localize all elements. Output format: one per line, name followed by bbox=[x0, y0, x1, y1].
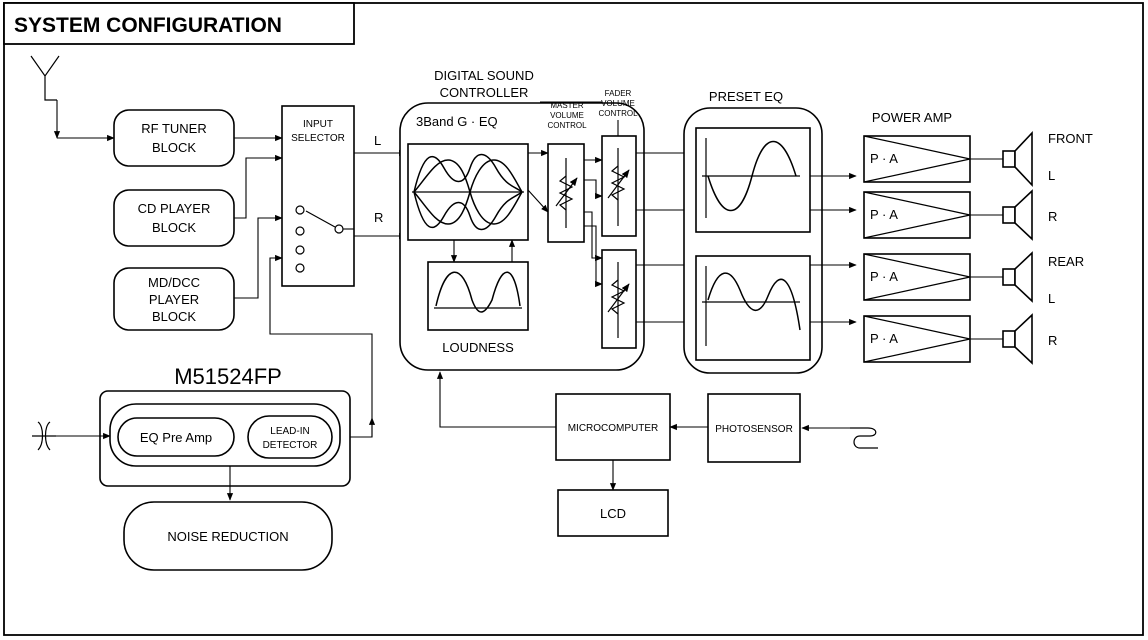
photosensor-block: PHOTOSENSOR bbox=[707, 393, 801, 463]
dsc-title-line2: CONTROLLER bbox=[440, 85, 529, 100]
svg-text:LEAD-IN: LEAD-IN bbox=[270, 426, 309, 437]
fader-volume-front bbox=[601, 135, 637, 237]
svg-text:P · A: P · A bbox=[870, 331, 898, 346]
title-box bbox=[3, 2, 355, 45]
svg-text:LCD: LCD bbox=[600, 506, 626, 521]
channel-l-label: L bbox=[374, 133, 381, 148]
microcomputer-block: MICROCOMPUTER bbox=[555, 393, 671, 461]
svg-text:EQ Pre Amp: EQ Pre Amp bbox=[140, 430, 212, 445]
light-signal-icon bbox=[850, 427, 878, 449]
svg-text:NOISE REDUCTION: NOISE REDUCTION bbox=[167, 529, 288, 544]
cd-player-block: CD PLAYER BLOCK bbox=[113, 189, 235, 247]
speaker-front-left-icon bbox=[1002, 130, 1033, 188]
svg-text:PHOTOSENSOR: PHOTOSENSOR bbox=[715, 424, 793, 435]
preset-eq-label: PRESET EQ bbox=[709, 89, 783, 104]
antenna-icon bbox=[30, 55, 60, 101]
svg-text:INPUT: INPUT bbox=[303, 119, 333, 130]
power-amp-2: P · A bbox=[863, 191, 971, 239]
master-volume-label-1: MASTER bbox=[550, 101, 584, 110]
svg-text:RF TUNER: RF TUNER bbox=[141, 121, 206, 136]
power-amp-3: P · A bbox=[863, 253, 971, 301]
svg-text:DETECTOR: DETECTOR bbox=[263, 440, 318, 451]
rear-label: REAR bbox=[1048, 254, 1084, 269]
front-left-label: L bbox=[1048, 168, 1055, 183]
svg-text:MD/DCC: MD/DCC bbox=[148, 275, 200, 290]
fader-volume-rear bbox=[601, 249, 637, 349]
rear-right-label: R bbox=[1048, 333, 1057, 348]
svg-text:SELECTOR: SELECTOR bbox=[291, 133, 345, 144]
master-volume-block bbox=[547, 143, 585, 243]
loudness-block bbox=[427, 261, 529, 331]
front-right-label: R bbox=[1048, 209, 1057, 224]
power-amp-label: POWER AMP bbox=[872, 110, 952, 125]
speaker-front-right-icon bbox=[1002, 189, 1033, 241]
speaker-rear-left-icon bbox=[1002, 251, 1033, 303]
svg-text:BLOCK: BLOCK bbox=[152, 309, 196, 324]
master-volume-label-2: VOLUME bbox=[550, 111, 584, 120]
lcd-block: LCD bbox=[557, 489, 669, 537]
rear-left-label: L bbox=[1048, 291, 1055, 306]
front-label: FRONT bbox=[1048, 131, 1093, 146]
fader-volume-label-2: VOLUME bbox=[601, 99, 635, 108]
lead-in-detector-block: LEAD-IN DETECTOR bbox=[247, 415, 333, 459]
dsc-title-line1: DIGITAL SOUND bbox=[434, 68, 534, 83]
svg-text:BLOCK: BLOCK bbox=[152, 140, 196, 155]
chip-label: M51524FP bbox=[174, 364, 282, 389]
speaker-rear-right-icon bbox=[1002, 313, 1033, 365]
svg-text:P · A: P · A bbox=[870, 269, 898, 284]
svg-text:P · A: P · A bbox=[870, 151, 898, 166]
svg-text:P · A: P · A bbox=[870, 207, 898, 222]
svg-text:MICROCOMPUTER: MICROCOMPUTER bbox=[568, 423, 659, 434]
loudness-label: LOUDNESS bbox=[442, 340, 514, 355]
fader-volume-label-1: FADER bbox=[605, 89, 632, 98]
input-selector: INPUT SELECTOR bbox=[281, 105, 355, 287]
master-volume-label-3: CONTROL bbox=[547, 121, 587, 130]
preset-eq-front bbox=[695, 127, 811, 233]
svg-text:CD PLAYER: CD PLAYER bbox=[138, 201, 211, 216]
preset-eq-rear bbox=[695, 255, 811, 361]
noise-reduction-block: NOISE REDUCTION bbox=[123, 501, 333, 571]
selector-switch-icon bbox=[295, 205, 354, 273]
diagram-title: SYSTEM CONFIGURATION bbox=[14, 14, 282, 37]
power-amp-1: P · A bbox=[863, 135, 971, 183]
svg-text:BLOCK: BLOCK bbox=[152, 220, 196, 235]
eq-pre-amp-block: EQ Pre Amp bbox=[117, 417, 235, 457]
geq-label: 3Band G · EQ bbox=[416, 114, 498, 129]
geq-block bbox=[407, 143, 529, 241]
rf-tuner-block: RF TUNER BLOCK bbox=[113, 109, 235, 167]
channel-r-label: R bbox=[374, 210, 383, 225]
power-amp-4: P · A bbox=[863, 315, 971, 363]
svg-text:PLAYER: PLAYER bbox=[149, 292, 199, 307]
outer-frame bbox=[3, 2, 1144, 636]
md-dcc-player-block: MD/DCC PLAYER BLOCK bbox=[113, 267, 235, 331]
tape-head-icon bbox=[32, 421, 56, 451]
fader-volume-label-3: CONTROL bbox=[598, 109, 638, 118]
